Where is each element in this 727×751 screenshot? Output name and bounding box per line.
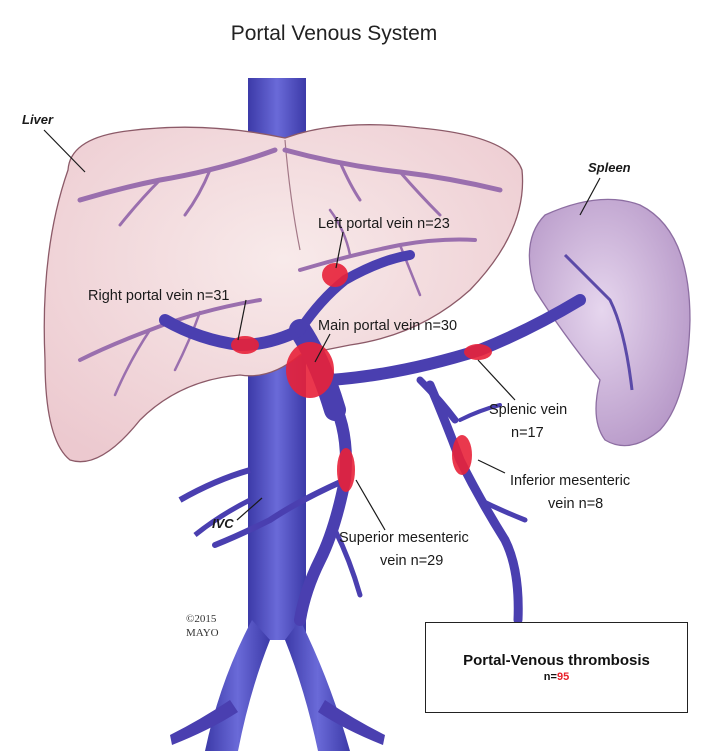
splenic-vein-count: n=17	[511, 425, 544, 441]
copyright-year: ©2015	[186, 613, 217, 625]
copyright-mayo: MAYO	[186, 627, 219, 639]
liver-label: Liver	[22, 112, 54, 127]
leader-lines	[43, 129, 601, 531]
inferior-mesenteric-count: vein n=8	[548, 496, 603, 512]
left-portal-vein-label: Left portal vein n=23	[318, 216, 450, 232]
ivc-label: IVC	[212, 516, 234, 531]
inferior-mesenteric-label: Inferior mesenteric	[510, 473, 630, 489]
spleen-organ	[528, 198, 691, 447]
thrombus-markers	[231, 263, 492, 492]
superior-mesenteric-label: Superior mesenteric	[339, 530, 469, 546]
summary-box: Portal-Venous thrombosis n=95	[425, 622, 688, 713]
summary-count-value: 95	[556, 671, 570, 683]
thrombus-main-portal	[286, 342, 334, 398]
thrombus-splenic	[464, 344, 492, 360]
superior-mesenteric-count: vein n=29	[380, 553, 443, 569]
thrombus-right-portal	[231, 336, 259, 354]
summary-title: Portal-Venous thrombosis	[463, 652, 650, 669]
thrombus-superior-mesenteric	[337, 448, 355, 492]
right-portal-vein-label: Right portal vein n=31	[88, 288, 229, 304]
liver-organ	[43, 124, 524, 463]
thrombus-inferior-mesenteric	[452, 435, 472, 475]
diagram-title: Portal Venous System	[231, 22, 438, 45]
spleen-label: Spleen	[588, 160, 631, 175]
main-portal-vein-label: Main portal vein n=30	[318, 318, 457, 334]
thrombus-left-portal	[322, 263, 348, 287]
summary-count-prefix: n=	[543, 671, 557, 683]
summary-count: n=95	[544, 671, 569, 683]
splenic-vein-label: Splenic vein	[489, 402, 567, 418]
